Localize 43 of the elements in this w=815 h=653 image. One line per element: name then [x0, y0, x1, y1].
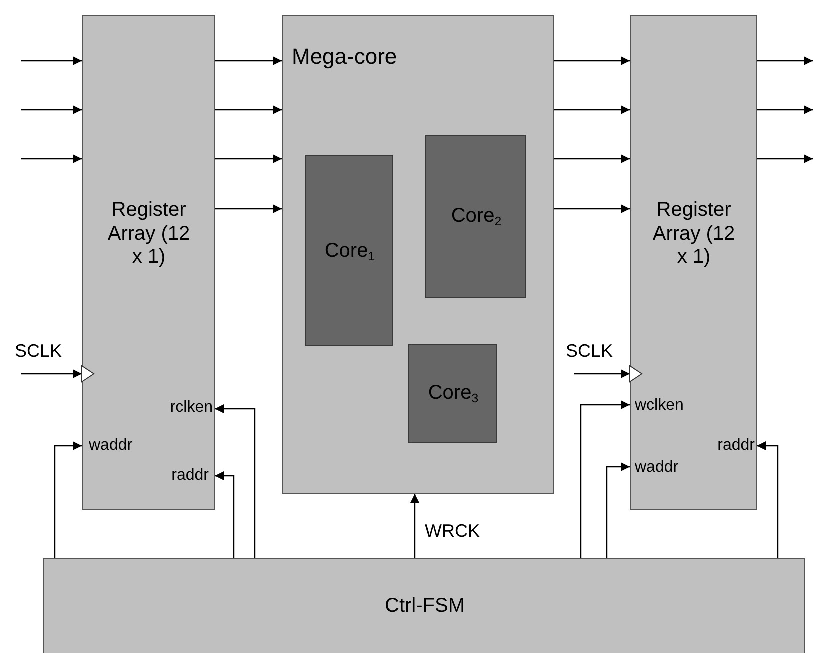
- arrow: [54, 442, 82, 558]
- arrow: [554, 204, 630, 214]
- arrow: [215, 106, 282, 114]
- core-box: [305, 155, 393, 346]
- port-label: wclken: [635, 397, 685, 416]
- block-title: Register Array (12 x 1): [652, 199, 736, 270]
- arrow: [21, 370, 82, 378]
- arrow: [606, 462, 630, 558]
- arrow: [554, 106, 630, 114]
- port-label: rclken: [169, 399, 213, 418]
- arrow: [554, 56, 630, 66]
- block-title: Core$_{1}$: [324, 240, 376, 264]
- arrow: [410, 494, 420, 558]
- port-label: raddr: [716, 437, 755, 456]
- port-label: waddr: [635, 459, 680, 478]
- arrow: [757, 106, 813, 114]
- port-label: waddr: [89, 437, 134, 456]
- arrow: [215, 154, 282, 164]
- core-box: [408, 344, 497, 443]
- mega-core-box: [282, 15, 554, 494]
- arrow: [580, 400, 630, 558]
- port-label: raddr: [170, 467, 209, 486]
- block-title: Core$_{3}$: [427, 382, 480, 406]
- arrow: [21, 154, 82, 164]
- block-title: Core$_{2}$: [450, 205, 503, 230]
- register-array-box: [82, 15, 215, 510]
- arrow: [554, 154, 630, 164]
- arrow: [215, 56, 282, 66]
- arrow: [757, 442, 779, 558]
- arrow: [21, 106, 82, 114]
- core-box: [425, 135, 526, 298]
- arrow: [574, 370, 630, 378]
- arrow: [757, 154, 813, 164]
- block-title: Mega-core: [292, 44, 398, 70]
- arrow: [215, 472, 235, 558]
- arrow: [757, 56, 813, 66]
- register-array-box: [630, 15, 757, 510]
- fsm-box: [43, 558, 805, 653]
- block-title: Ctrl-FSM: [384, 595, 466, 619]
- arrow: [21, 56, 82, 66]
- block-title: Register Array (12 x 1): [107, 199, 191, 270]
- arrow: [215, 204, 282, 214]
- arrow: [215, 404, 256, 558]
